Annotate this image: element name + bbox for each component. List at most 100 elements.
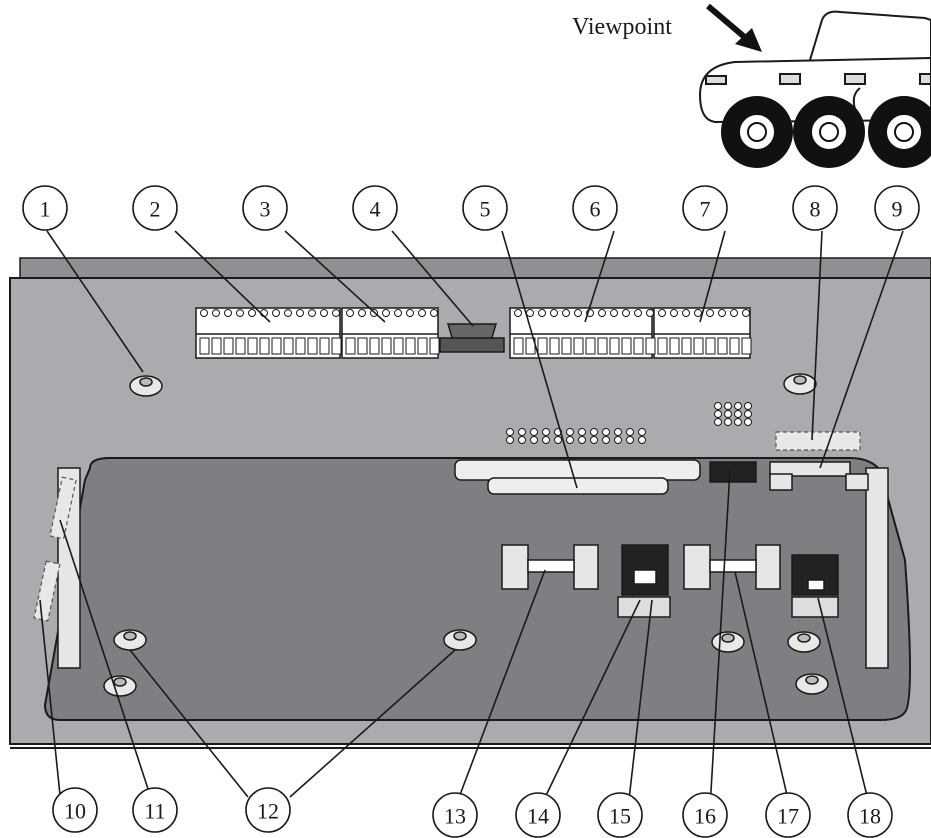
callout-18: 18 (847, 792, 893, 838)
terminal-slot (283, 337, 294, 355)
panel (9, 257, 931, 749)
terminal-slot (681, 337, 692, 355)
header-pin (518, 428, 526, 436)
terminal-slot (247, 337, 258, 355)
terminal-screw (694, 309, 702, 317)
terminal-slot (223, 337, 234, 355)
terminal-slot (657, 337, 668, 355)
header-pin (734, 418, 742, 426)
terminal-screw (742, 309, 750, 317)
callout-circle (22, 185, 68, 231)
callout-number: 11 (144, 799, 165, 824)
callout-4: 4 (352, 185, 398, 231)
callout-5: 5 (462, 185, 508, 231)
terminal-slot (633, 337, 644, 355)
callout-12: 12 (245, 787, 291, 833)
callout-15: 15 (597, 792, 643, 838)
terminal-slot (259, 337, 270, 355)
callout-17: 17 (765, 792, 811, 838)
header-pin (614, 436, 622, 444)
terminal-slot (405, 337, 416, 355)
leader-line-14 (539, 599, 641, 809)
terminal-screw (730, 309, 738, 317)
terminal-slot (717, 337, 728, 355)
callout-circle (874, 185, 920, 231)
clip-sockets (501, 544, 781, 590)
db9-connector (439, 323, 505, 353)
header-pin (744, 418, 752, 426)
terminal-slot (585, 337, 596, 355)
callout-number: 17 (777, 804, 799, 829)
callout-circle (597, 792, 643, 838)
terminal-screw (236, 309, 244, 317)
callout-number: 6 (590, 197, 601, 222)
terminal-slot (345, 337, 356, 355)
header-pin (554, 436, 562, 444)
header-pin (724, 418, 732, 426)
terminal-slot (537, 337, 548, 355)
callout-7: 7 (682, 185, 728, 231)
leader-line-4 (391, 230, 474, 327)
leader-line-15 (627, 599, 653, 809)
terminal-screw (382, 309, 390, 317)
terminal-slot (729, 337, 740, 355)
terminal-slot (669, 337, 680, 355)
callout-number: 15 (609, 804, 631, 829)
callout-number: 3 (260, 197, 271, 222)
terminal-screw (514, 309, 522, 317)
callout-circle (682, 792, 728, 838)
callout-number: 16 (694, 804, 716, 829)
callout-circle (132, 185, 178, 231)
callout-circle (432, 792, 478, 838)
leader-line-5 (501, 230, 578, 489)
callout-circle (515, 792, 561, 838)
terminal-screw (430, 309, 438, 317)
header-pin (530, 428, 538, 436)
callout-number: 12 (257, 799, 279, 824)
terminal-screw (598, 309, 606, 317)
callout-circle (242, 185, 288, 231)
callout-number: 5 (480, 197, 491, 222)
terminal-slot (331, 337, 342, 355)
leader-line-9 (819, 230, 904, 469)
callout-2: 2 (132, 185, 178, 231)
header-pin (602, 428, 610, 436)
terminal-screw (296, 309, 304, 317)
callout-number: 9 (892, 197, 903, 222)
leader-line-13 (454, 569, 546, 809)
terminal-slot (621, 337, 632, 355)
header-connector (454, 459, 701, 495)
terminal-screw (358, 309, 366, 317)
header-pin (744, 410, 752, 418)
terminal-slot (199, 337, 210, 355)
header-pin (578, 428, 586, 436)
callout-9: 9 (874, 185, 920, 231)
terminal-slot (319, 337, 330, 355)
leader-line-6 (584, 230, 615, 323)
terminal-screw (670, 309, 678, 317)
leader-line-3 (284, 230, 386, 323)
terminal-screw (610, 309, 618, 317)
terminal-slot (513, 337, 524, 355)
standoffs (103, 373, 829, 697)
header-pin (566, 436, 574, 444)
callout-number: 13 (444, 804, 466, 829)
callout-circle (462, 185, 508, 231)
callout-circle (572, 185, 618, 231)
terminal-slot (357, 337, 368, 355)
callout-circle (765, 792, 811, 838)
terminal-slot (609, 337, 620, 355)
header-pin (518, 436, 526, 444)
terminal-screw (418, 309, 426, 317)
leader-line-7 (699, 230, 726, 323)
leader-line-10 (39, 599, 61, 796)
header-pin (578, 436, 586, 444)
header-pin (542, 436, 550, 444)
header-pin (724, 402, 732, 410)
terminal-slot (573, 337, 584, 355)
callout-circle (682, 185, 728, 231)
terminal-slot (417, 337, 428, 355)
terminal-screw (562, 309, 570, 317)
